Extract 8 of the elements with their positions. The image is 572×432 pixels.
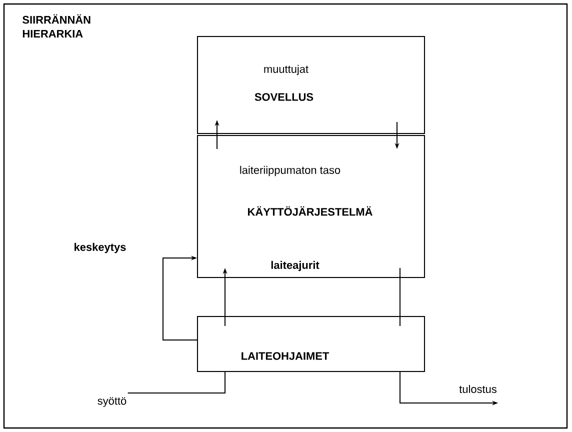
- title: SIIRRÄNNÄN HIERARKIA: [22, 14, 90, 38]
- text-label: syöttö: [98, 397, 126, 407]
- process-box: laiteriippumaton taso KÄYTTÖJÄRJESTELMÄ laiteajurit: [197, 135, 425, 278]
- process-box: LAITEOHJAIMET: [197, 316, 425, 372]
- arrow: [162, 256, 198, 340]
- edge-label: keskeytys: [72, 242, 128, 254]
- text-label: tulostus: [459, 384, 496, 394]
- process-box: muuttujat SOVELLUS: [197, 36, 425, 134]
